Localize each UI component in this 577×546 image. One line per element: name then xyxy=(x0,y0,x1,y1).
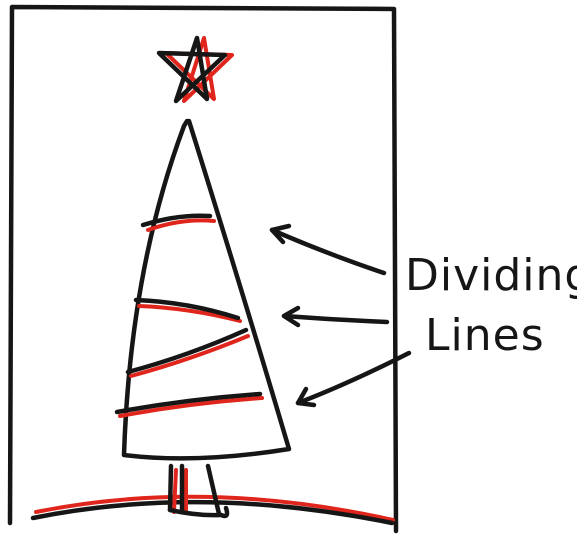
lines-label: Lines xyxy=(425,310,545,361)
arrow-icon xyxy=(269,223,387,276)
tree-trunk xyxy=(167,463,230,519)
arrow-icon xyxy=(295,350,412,408)
arrow-icon xyxy=(281,305,390,328)
star-icon xyxy=(156,35,234,104)
dividing-line-3 xyxy=(125,327,250,378)
dividing-line-1 xyxy=(140,213,216,232)
dividing-line-4 xyxy=(114,391,264,418)
ground-line xyxy=(30,494,395,526)
tree-body xyxy=(121,118,292,461)
dividing-label: Dividing xyxy=(405,250,577,301)
page-frame xyxy=(7,4,399,534)
dividing-line-2 xyxy=(133,297,242,323)
